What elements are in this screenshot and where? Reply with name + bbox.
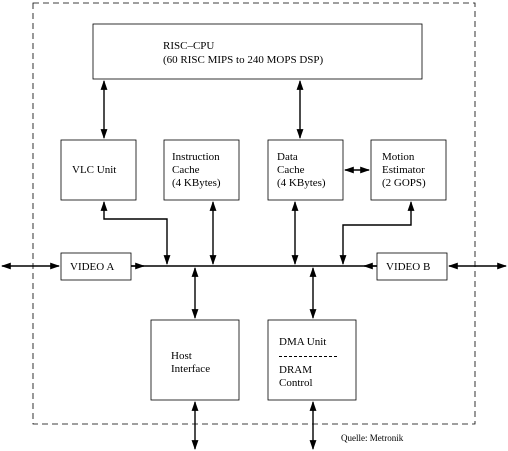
cpu-subtitle: (60 RISC MIPS to 240 MOPS DSP) bbox=[163, 54, 324, 66]
host-interface-block bbox=[150, 319, 240, 401]
icache-line3: (4 KBytes) bbox=[172, 177, 221, 189]
dma-line3: Control bbox=[279, 377, 313, 389]
motion-line2: Estimator bbox=[382, 164, 425, 176]
dcache-line1: Data bbox=[277, 151, 298, 163]
data-cache-block bbox=[267, 139, 344, 201]
dma-separator bbox=[279, 356, 337, 357]
dma-line1: DMA Unit bbox=[279, 336, 327, 348]
motion-estimator-block bbox=[370, 139, 447, 201]
vlc-unit-label: VLC Unit bbox=[72, 164, 117, 176]
dcache-line3: (4 KBytes) bbox=[277, 177, 326, 189]
dcache-line2: Cache bbox=[277, 164, 305, 176]
risc-cpu-block bbox=[92, 23, 423, 80]
host-line2: Interface bbox=[171, 363, 211, 375]
dma-line2: DRAM bbox=[279, 364, 313, 376]
video-a-label: VIDEO A bbox=[70, 261, 115, 273]
icache-line1: Instruction bbox=[172, 151, 220, 163]
dma-unit-block bbox=[267, 319, 357, 401]
vlc-unit-block bbox=[60, 139, 137, 201]
vlc-bus-path bbox=[100, 201, 171, 265]
host-line1: Host bbox=[171, 350, 192, 362]
video-b-label: VIDEO B bbox=[386, 261, 431, 273]
motion-line3: (2 GOPS) bbox=[382, 177, 426, 189]
motion-bus-path bbox=[339, 201, 415, 265]
cpu-title: RISC–CPU bbox=[163, 40, 215, 52]
source-credit: Quelle: Metronik bbox=[341, 433, 404, 443]
chip-boundary bbox=[32, 2, 476, 425]
icache-line2: Cache bbox=[172, 164, 200, 176]
instruction-cache-block bbox=[163, 139, 240, 201]
motion-line1: Motion bbox=[382, 151, 415, 163]
